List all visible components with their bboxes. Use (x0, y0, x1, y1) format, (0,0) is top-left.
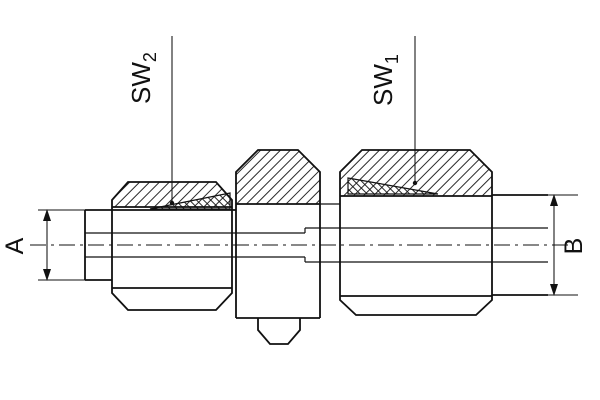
bore-lines (85, 203, 548, 263)
sw2-leader-dot (169, 200, 175, 206)
right-nut-outline (339, 149, 493, 316)
sw1-label-prefix: SW (368, 64, 398, 106)
sw1-leader-dot (412, 180, 418, 186)
sw2-label-prefix: SW (126, 62, 156, 104)
sw1-label: SW1 (368, 54, 402, 106)
dim-b-label: B (560, 238, 588, 255)
dimension-b: B (550, 194, 588, 296)
right-witness-lines (540, 194, 578, 296)
right-tube (492, 194, 578, 296)
leader-sw2: SW2 (126, 36, 175, 206)
dim-b-arrow-down (550, 284, 558, 296)
sw2-label: SW2 (126, 52, 160, 104)
right-nut (339, 149, 493, 316)
body-hex (235, 149, 321, 345)
dim-a-label: A (1, 237, 29, 254)
left-cutting-ring (149, 192, 231, 210)
dim-a-witness-lines (38, 209, 96, 281)
sw2-label-subscript: 2 (140, 52, 160, 62)
bore-line-path (85, 203, 548, 263)
right-tube-outline (492, 194, 548, 296)
dim-a-arrow-down (43, 269, 51, 281)
sw1-label-subscript: 1 (382, 54, 402, 64)
leader-sw1: SW1 (368, 36, 418, 186)
dim-b-arrow-up (550, 194, 558, 206)
dimension-a: A (1, 209, 96, 281)
body-hatch (236, 150, 320, 204)
dim-a-arrow-up (43, 209, 51, 221)
body-outline (235, 149, 321, 345)
right-cutting-ring (347, 177, 439, 195)
